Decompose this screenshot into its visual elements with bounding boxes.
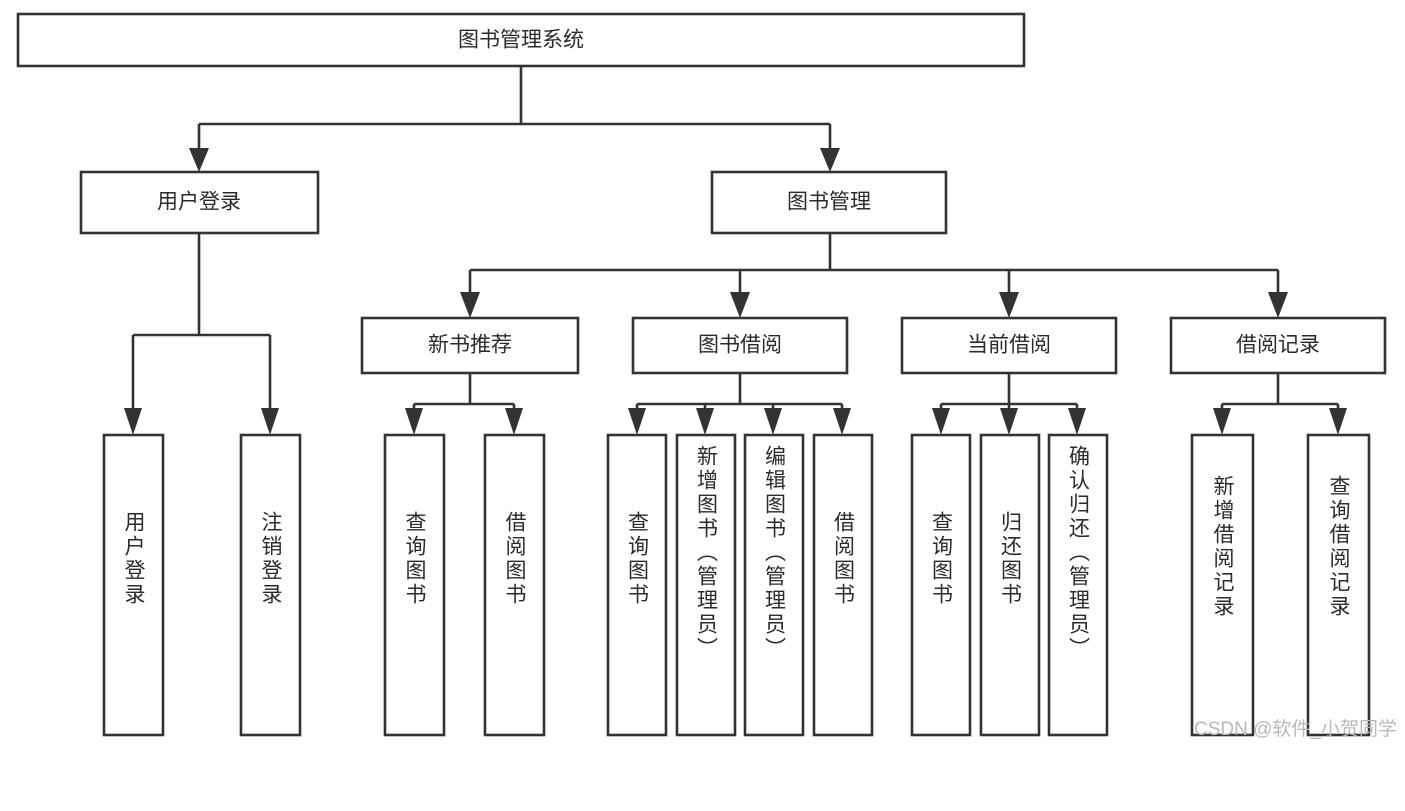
new-book-recommend-node-box[interactable] xyxy=(360,316,580,375)
arrow-current-borrow-child-2 xyxy=(1068,408,1086,435)
book-borrow-node-box[interactable] xyxy=(631,316,849,375)
leaf-box-borrow-record-1[interactable] xyxy=(1306,433,1371,737)
arrow-to-user-login xyxy=(189,148,209,172)
book-manage-node-label: 图书管理 xyxy=(787,191,871,214)
arrow-book-borrow-child-3 xyxy=(833,408,851,435)
arrow-current-borrow-child-1 xyxy=(1000,408,1018,435)
arrow-book-borrow-child-0 xyxy=(628,408,646,435)
arrow-to-current-borrow xyxy=(999,292,1019,318)
leaf-box-book-borrow-2[interactable] xyxy=(743,433,805,737)
root-node-label: 图书管理系统 xyxy=(458,29,584,52)
root-node-box[interactable] xyxy=(16,12,1026,68)
node-new-book-recommend[interactable]: 新书推荐 xyxy=(360,316,580,375)
book-manage-node-box[interactable] xyxy=(710,170,948,235)
leaf-box-book-borrow-0[interactable] xyxy=(606,433,668,737)
arrow-user-login-child-0 xyxy=(124,408,142,435)
user-login-node-label: 用户登录 xyxy=(157,191,241,214)
leaf-box-new-book-0[interactable] xyxy=(383,433,446,737)
system-architecture-diagram: 图书管理系统 用户登录 图书管理 新书推荐 图书借阅 当前借阅 借阅记录 xyxy=(16,12,1397,740)
node-user-login[interactable]: 用户登录 xyxy=(79,170,320,235)
leaf-box-borrow-record-0[interactable] xyxy=(1190,433,1255,737)
node-book-manage[interactable]: 图书管理 xyxy=(710,170,948,235)
node-current-borrow[interactable]: 当前借阅 xyxy=(900,316,1118,375)
arrow-to-book-borrow xyxy=(730,292,750,318)
arrow-current-borrow-child-0 xyxy=(932,408,950,435)
leaf-box-user-login-0[interactable] xyxy=(102,433,165,737)
arrow-to-new-book xyxy=(460,292,480,318)
tree-diagram-svg: 图书管理系统 用户登录 图书管理 新书推荐 图书借阅 当前借阅 借阅记录 xyxy=(16,12,1387,737)
current-borrow-node-box[interactable] xyxy=(900,316,1118,375)
arrow-to-book-manage xyxy=(820,148,840,172)
user-login-node-box[interactable] xyxy=(79,170,320,235)
book-borrow-node-label: 图书借阅 xyxy=(698,334,782,357)
leaf-box-current-borrow-1[interactable] xyxy=(979,433,1041,737)
arrow-new-book-child-1 xyxy=(505,408,523,435)
node-borrow-record[interactable]: 借阅记录 xyxy=(1169,316,1387,375)
arrow-user-login-child-1 xyxy=(261,408,279,435)
leaf-box-layer xyxy=(102,433,1371,737)
connector-layer xyxy=(124,66,1347,435)
arrow-new-book-child-0 xyxy=(405,408,423,435)
leaf-box-current-borrow-0[interactable] xyxy=(910,433,972,737)
borrow-record-node-label: 借阅记录 xyxy=(1236,334,1320,357)
leaf-box-book-borrow-3[interactable] xyxy=(812,433,874,737)
arrow-to-borrow-record xyxy=(1268,292,1288,318)
leaf-box-user-login-1[interactable] xyxy=(239,433,302,737)
arrow-borrow-record-child-0 xyxy=(1213,408,1231,435)
arrow-book-borrow-child-2 xyxy=(764,408,782,435)
new-book-recommend-node-label: 新书推荐 xyxy=(428,334,512,357)
arrow-borrow-record-child-1 xyxy=(1329,408,1347,435)
borrow-record-node-box[interactable] xyxy=(1169,316,1387,375)
leaf-box-book-borrow-1[interactable] xyxy=(675,433,737,737)
current-borrow-node-label: 当前借阅 xyxy=(967,334,1051,357)
leaf-box-new-book-1[interactable] xyxy=(483,433,546,737)
node-book-borrow[interactable]: 图书借阅 xyxy=(631,316,849,375)
leaf-box-current-borrow-2[interactable] xyxy=(1047,433,1109,737)
arrow-book-borrow-child-1 xyxy=(696,408,714,435)
node-root-system[interactable]: 图书管理系统 xyxy=(16,12,1026,68)
